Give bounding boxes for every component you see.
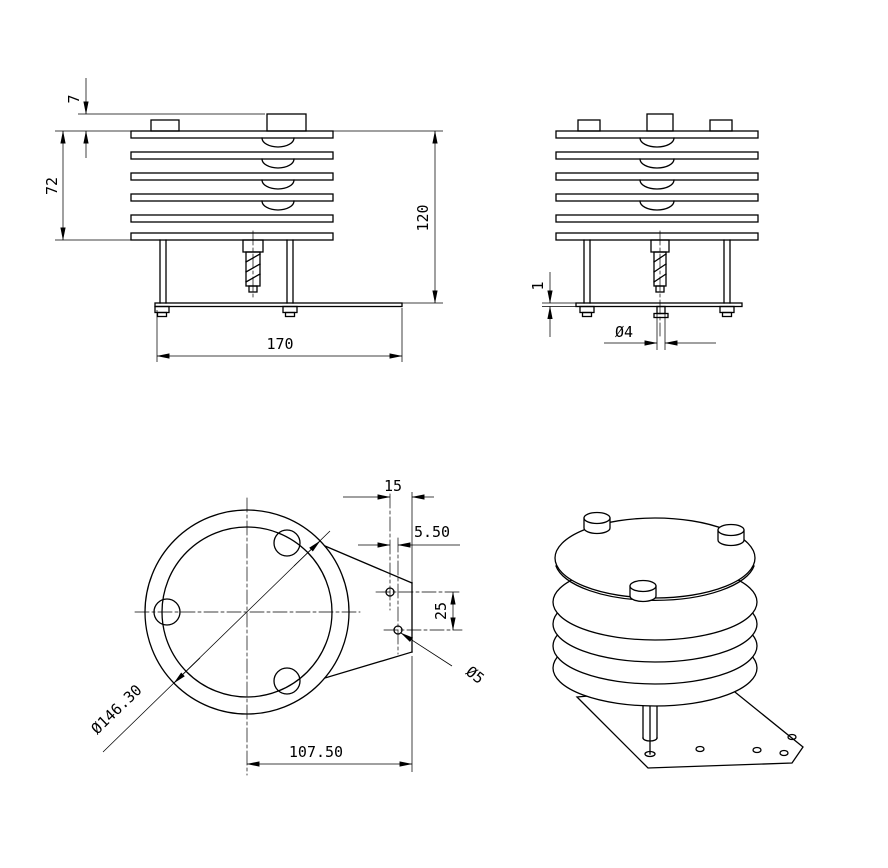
louver-arc xyxy=(639,158,675,169)
louver-arc xyxy=(639,137,675,148)
louver-arc xyxy=(261,158,295,169)
cap-knob-3d xyxy=(629,579,657,603)
louver-plate xyxy=(130,151,334,160)
bottom-plate xyxy=(130,232,334,241)
plate-holes xyxy=(695,733,797,757)
dimension-text: 107.50 xyxy=(289,743,343,761)
dim-tab-hole-diameter: Ø5 xyxy=(400,632,488,688)
dim-mount-length: 107.50 xyxy=(246,656,413,772)
front-dimensions: 7 72 120 170 xyxy=(43,78,443,362)
dimension-text: 120 xyxy=(414,204,432,231)
louver-plate xyxy=(555,172,759,181)
side-view xyxy=(555,113,759,337)
louver-plate xyxy=(555,130,759,139)
dim-edge-to-hole: 15 xyxy=(343,477,434,583)
dim-base-plate-thickness: 1 xyxy=(529,272,576,337)
louver-plate xyxy=(555,214,759,223)
top-cap-right xyxy=(709,119,733,132)
bottom-dimensions: 15 5.50 25 Ø5 Ø146.30 107.50 xyxy=(88,477,488,772)
base-plate xyxy=(154,302,403,308)
dim-shield-diameter: Ø146.30 xyxy=(88,530,331,753)
dim-hole-offset: 5.50 xyxy=(358,523,460,548)
louver-plate xyxy=(555,193,759,202)
top-cap-left xyxy=(577,119,601,132)
louver-plate xyxy=(130,193,334,202)
dimension-text: 170 xyxy=(266,335,293,353)
dim-hole-spacing: 25 xyxy=(432,591,456,631)
louver-plate xyxy=(130,130,334,139)
cap-knob-3d xyxy=(583,511,611,535)
louver-arc xyxy=(639,200,675,211)
dim-base-length: 170 xyxy=(156,308,403,362)
side-dimensions: 1 Ø4 xyxy=(529,272,716,350)
dim-bolt-diameter: Ø4 xyxy=(604,314,716,350)
louver-arc xyxy=(261,200,295,211)
cap-knob-3d xyxy=(717,523,745,547)
mount-hole xyxy=(273,667,301,695)
tab-edge xyxy=(324,545,413,584)
dimension-text: 5.50 xyxy=(414,523,450,541)
dimension-text: 7 xyxy=(65,94,83,103)
dimension-text: 72 xyxy=(43,177,61,195)
front-view xyxy=(130,113,403,318)
louver-plate xyxy=(130,172,334,181)
tab-edge xyxy=(324,651,413,679)
louver-plate xyxy=(130,214,334,223)
top-cap-left xyxy=(150,119,180,132)
dimension-text: Ø4 xyxy=(615,323,633,341)
cap-rim-3d xyxy=(555,565,755,601)
louver-arc xyxy=(639,179,675,190)
dimension-text: Ø5 xyxy=(462,662,487,687)
louver-arc xyxy=(261,179,295,190)
mount-hole xyxy=(273,529,301,557)
louver-arc xyxy=(261,137,295,148)
mount-bolt xyxy=(579,305,735,319)
dimension-text: Ø146.30 xyxy=(88,681,146,738)
dimension-text: 1 xyxy=(529,281,547,290)
isometric-view xyxy=(552,511,804,769)
dimension-text: 15 xyxy=(384,477,402,495)
dim-cap-height: 7 xyxy=(55,78,265,158)
dim-louver-stack-height: 72 xyxy=(43,130,131,241)
bottom-view xyxy=(134,493,463,776)
top-cap-center xyxy=(266,113,307,132)
louver-plate xyxy=(555,151,759,160)
bottom-plate xyxy=(555,232,759,241)
mount-bolt xyxy=(154,305,298,318)
top-cap-center xyxy=(646,113,674,132)
dimension-text: 25 xyxy=(432,602,450,620)
dim-overall-height: 120 xyxy=(333,130,443,304)
